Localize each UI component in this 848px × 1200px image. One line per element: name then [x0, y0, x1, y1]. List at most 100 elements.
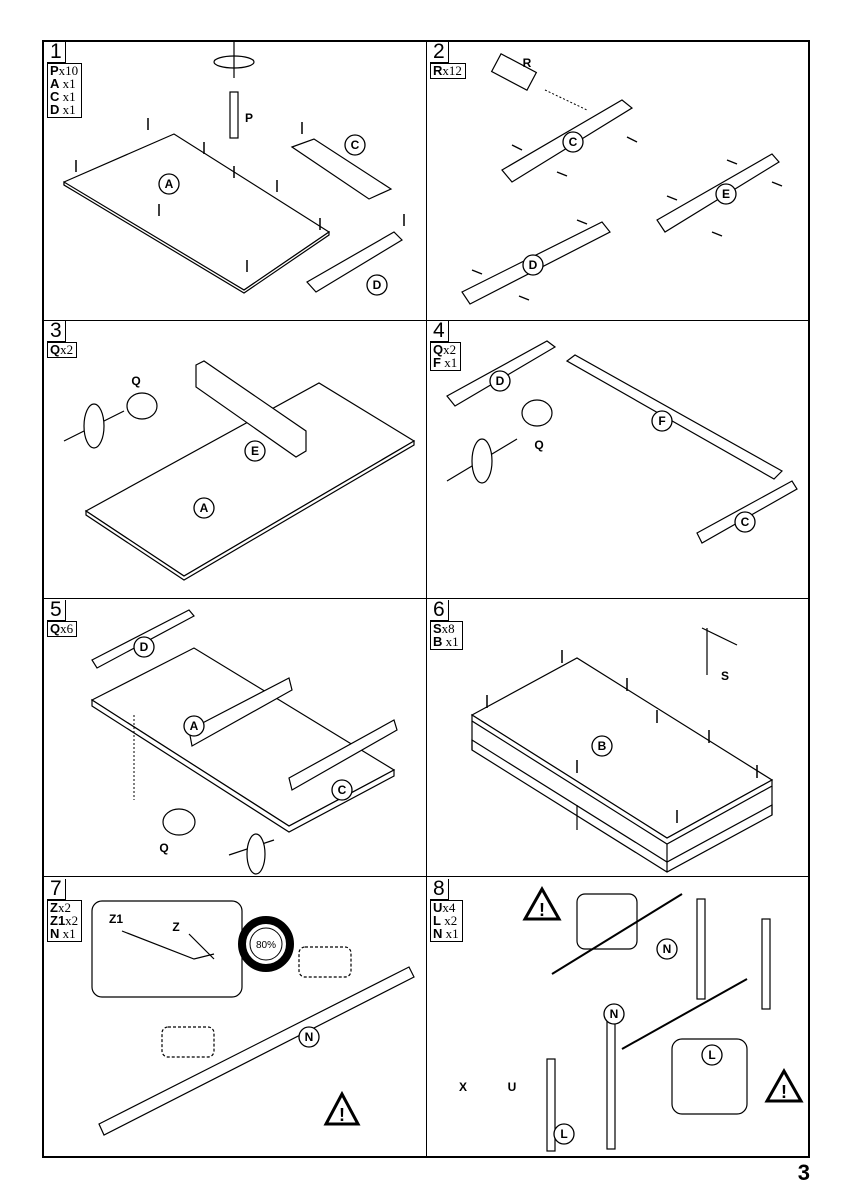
- parts-list-item: D x1: [50, 103, 78, 116]
- part-code: B: [433, 634, 443, 649]
- part-code: L: [433, 913, 441, 928]
- part-code: Q: [50, 342, 61, 357]
- assembly-steps-grid: A C D P 1 Px10 A x1 C x1 D x1: [42, 40, 810, 1158]
- step-5-illustration: D A C Q: [90, 609, 398, 875]
- step-5-panel: D A C Q 5 Qx6: [44, 599, 426, 878]
- parts-list: Zx2 Z1x2 N x1: [47, 900, 83, 942]
- part-code: U: [433, 900, 443, 915]
- step-number: 8: [430, 878, 449, 900]
- parts-list-item: Qx2: [433, 343, 457, 356]
- part-code: N: [433, 926, 443, 941]
- parts-list: Qx2 F x1: [430, 342, 462, 371]
- part-qty: x1: [62, 102, 76, 117]
- part-code: D: [50, 102, 60, 117]
- step-2-illustration: C D E R: [461, 52, 783, 305]
- parts-list-item: Sx8: [433, 622, 459, 635]
- panel-f-label: F: [658, 414, 665, 428]
- part-z-label: Z: [172, 920, 179, 934]
- part-s-label: S: [721, 669, 729, 683]
- parts-list-item: Qx6: [50, 622, 73, 635]
- part-n-label: N: [663, 942, 672, 956]
- percent-label: 80%: [256, 940, 276, 951]
- part-n-label: N: [305, 1030, 314, 1044]
- part-qty: x1: [62, 76, 76, 91]
- part-r-label: R: [523, 56, 532, 70]
- part-q-label: Q: [159, 841, 168, 855]
- panel-a-label: A: [165, 177, 174, 191]
- panel-b-label: B: [598, 739, 607, 753]
- part-p-label: P: [245, 111, 253, 125]
- parts-list-item: F x1: [433, 356, 457, 369]
- part-code: Z: [50, 900, 58, 915]
- step-3-panel: E A Q 3 Qx2: [44, 320, 426, 599]
- step-7-panel: ! N Z Z1 80% 7 Zx2 Z1x2 N x1: [44, 878, 426, 1157]
- panel-c-label: C: [569, 135, 578, 149]
- grid-divider: [426, 42, 427, 1156]
- step-number: 1: [47, 41, 66, 63]
- part-qty: x2: [65, 913, 79, 928]
- step-number: 4: [430, 320, 449, 342]
- panel-d-label: D: [140, 640, 149, 654]
- part-code: S: [433, 621, 442, 636]
- parts-list-item: Px10: [50, 64, 78, 77]
- part-code: F: [433, 355, 441, 370]
- step-4-panel: D F C Q 4 Qx2 F x1: [427, 320, 809, 599]
- parts-list-item: N x1: [50, 927, 78, 940]
- panel-c-label: C: [741, 515, 750, 529]
- part-qty: x12: [442, 63, 462, 78]
- part-qty: x1: [444, 355, 458, 370]
- step-number: 2: [430, 41, 449, 63]
- part-qty: x1: [445, 926, 459, 941]
- part-qty: x6: [60, 621, 74, 636]
- part-l-label: L: [708, 1048, 715, 1062]
- step-number: 6: [430, 599, 449, 621]
- part-n-label: N: [610, 1007, 619, 1021]
- part-code: Q: [50, 621, 61, 636]
- part-x-label: X: [459, 1080, 467, 1094]
- step-7-illustration: ! N Z Z1 80%: [91, 900, 415, 1136]
- step-2-panel: C D E R 2 Rx12: [427, 41, 809, 320]
- part-qty: x10: [58, 63, 79, 78]
- part-code: Z1: [50, 913, 66, 928]
- panel-c-label: C: [351, 138, 360, 152]
- step-4-illustration: D F C Q: [446, 340, 798, 544]
- parts-list-item: N x1: [433, 927, 459, 940]
- step-number: 7: [47, 878, 66, 900]
- panel-e-label: E: [251, 444, 259, 458]
- part-qty: x2: [57, 900, 71, 915]
- part-qty: x1: [62, 926, 76, 941]
- warning-icon: !: [539, 900, 545, 920]
- part-q-label: Q: [131, 374, 140, 388]
- parts-list: Rx12: [430, 63, 466, 79]
- part-u-label: U: [508, 1080, 517, 1094]
- part-code: N: [50, 926, 60, 941]
- parts-list-item: B x1: [433, 635, 459, 648]
- part-qty: x8: [441, 621, 455, 636]
- panel-a-label: A: [190, 719, 199, 733]
- parts-list-item: Qx2: [50, 343, 73, 356]
- part-l-label: L: [560, 1127, 567, 1141]
- parts-list: Px10 A x1 C x1 D x1: [47, 63, 83, 118]
- part-qty: x1: [62, 89, 76, 104]
- step-number: 3: [47, 320, 66, 342]
- parts-list: Sx8 B x1: [430, 621, 463, 650]
- step-6-illustration: B S: [470, 627, 774, 873]
- part-qty: x2: [60, 342, 74, 357]
- panel-a-label: A: [200, 501, 209, 515]
- step-1-panel: A C D P 1 Px10 A x1 C x1 D x1: [44, 41, 426, 320]
- parts-list: Qx6: [47, 621, 78, 637]
- part-code: C: [50, 89, 60, 104]
- step-3-illustration: E A Q: [63, 360, 416, 581]
- panel-d-label: D: [529, 258, 538, 272]
- page-number: 3: [797, 1160, 810, 1185]
- parts-list-item: Rx12: [433, 64, 462, 77]
- step-8-illustration: ! ! N N L L U X: [459, 885, 804, 1152]
- part-code: Q: [433, 342, 444, 357]
- step-6-panel: B S 6 Sx8 B x1: [427, 599, 809, 878]
- parts-list-item: Ux4: [433, 901, 459, 914]
- step-number: 5: [47, 599, 66, 621]
- parts-list: Qx2: [47, 342, 78, 358]
- part-code: P: [50, 63, 59, 78]
- panel-e-label: E: [722, 187, 730, 201]
- part-z1-label: Z1: [109, 912, 123, 926]
